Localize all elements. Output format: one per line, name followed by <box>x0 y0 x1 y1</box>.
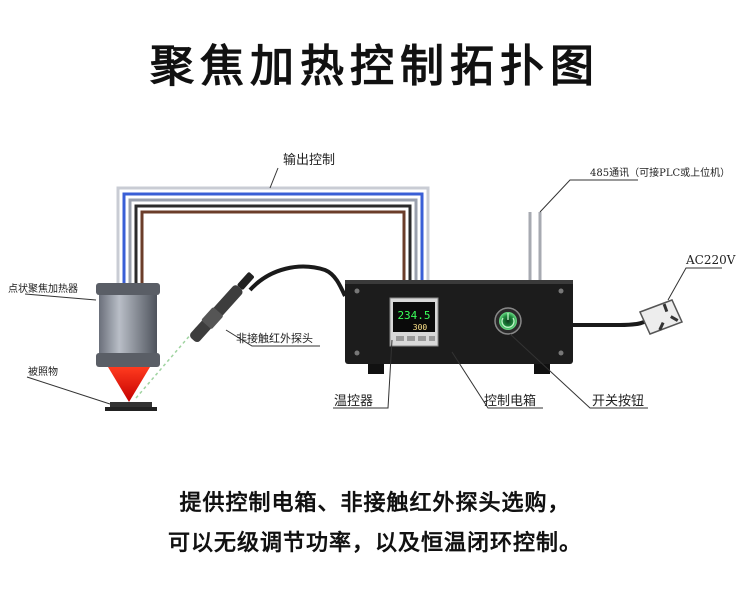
ir-beam <box>135 325 199 399</box>
target-object <box>105 402 157 411</box>
power-cable <box>573 299 684 335</box>
ir-probe <box>190 264 347 343</box>
description-line-2: 可以无级调节功率，以及恒温闭环控制。 <box>167 531 582 556</box>
rs485-wires <box>528 212 542 285</box>
temp-controller: 234.5 300 <box>389 297 439 347</box>
page-title: 聚焦加热控制拓扑图 <box>150 41 600 92</box>
sv-display: 300 <box>413 323 428 332</box>
label-ir-probe: 非接触红外探头 <box>236 331 313 345</box>
focus-heater <box>96 283 160 402</box>
label-output-control: 输出控制 <box>283 152 335 168</box>
power-switch-button <box>494 307 522 335</box>
label-control-box: 控制电箱 <box>484 393 536 409</box>
label-ac220v: AC220V <box>685 253 736 267</box>
label-heater: 点状聚焦加热器 <box>8 282 78 295</box>
label-target: 被照物 <box>28 365 58 378</box>
leader-lines <box>24 167 722 409</box>
control-box <box>345 280 573 374</box>
description-line-1: 提供控制电箱、非接触红外探头选购， <box>179 491 571 516</box>
label-rs485: 485通讯（可接PLC或上位机） <box>590 166 730 179</box>
pv-display: 234.5 <box>397 309 430 322</box>
label-power-switch: 开关按钮 <box>592 394 644 409</box>
label-temp-controller: 温控器 <box>334 394 373 409</box>
output-cables <box>116 186 430 285</box>
